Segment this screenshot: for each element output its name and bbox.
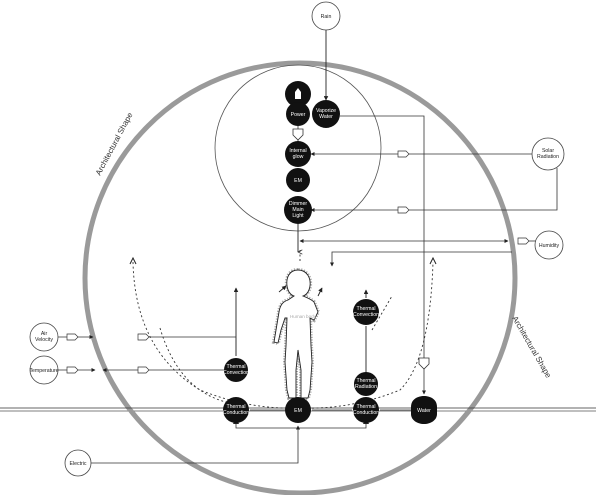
radiation-dashed-arc (159, 327, 236, 405)
thermal-conduction-right-node[interactable]: Thermal Conduction (353, 397, 379, 423)
power-node[interactable]: Power (286, 102, 310, 126)
dashed-arc-right-tip (429, 256, 437, 265)
svg-text:Convection: Convection (223, 370, 249, 376)
svg-text:Thermal: Thermal (226, 404, 245, 410)
power-connector (292, 128, 304, 141)
svg-text:EM: EM (294, 178, 302, 184)
svg-text:Temperature: Temperature (29, 368, 58, 374)
conduction-loop-line (235, 422, 367, 429)
humidity-node[interactable]: Humidity (534, 230, 564, 260)
em-bottom-node[interactable]: EM (285, 397, 311, 423)
svg-text:Vaporize: Vaporize (316, 108, 336, 114)
convection-dashed-arc (132, 261, 434, 409)
thermal-conduction-left-node[interactable]: Thermal Conduction (223, 397, 249, 423)
svg-text:Water: Water (417, 408, 431, 414)
svg-text:Rain: Rain (321, 14, 332, 20)
svg-text:Internal: Internal (289, 148, 306, 154)
solar-radiation-node[interactable]: Solar Radiation (531, 137, 565, 171)
solar-to-dimmer-line (310, 168, 558, 212)
em-top-node[interactable]: EM (286, 168, 310, 192)
human-figure (271, 267, 321, 400)
solar-valve-1 (397, 150, 410, 158)
svg-text:Thermal: Thermal (356, 378, 375, 384)
vaporize-water-node[interactable]: Vaporize Water (312, 100, 340, 128)
svg-text:EM: EM (294, 408, 302, 414)
svg-text:Power: Power (291, 112, 306, 118)
air-valve-2 (137, 333, 150, 341)
power-top-node[interactable] (285, 81, 311, 107)
air-valve-1 (66, 333, 79, 341)
svg-text:Conduction: Conduction (353, 410, 379, 416)
electric-line (90, 425, 300, 464)
humidity-to-body-line (330, 251, 512, 267)
svg-text:Convection: Convection (353, 312, 379, 318)
svg-text:Air: Air (41, 331, 48, 337)
svg-text:Thermal: Thermal (226, 364, 245, 370)
vaporize-valve (418, 357, 430, 370)
temp-valve-1 (66, 366, 79, 374)
body-left-arrow (278, 285, 287, 293)
architectural-shape-ring (82, 60, 518, 495)
svg-text:Velocity: Velocity (35, 337, 53, 343)
thermal-convection-right-node[interactable]: Thermal Convection (353, 299, 379, 325)
svg-text:Humidity: Humidity (539, 243, 560, 249)
svg-text:Main: Main (292, 207, 303, 213)
air-velocity-to-convection (139, 335, 237, 356)
svg-text:Dimmer: Dimmer (289, 201, 307, 207)
vaporize-to-water-line (340, 115, 425, 358)
air-velocity-node[interactable]: Air Velocity (29, 322, 59, 352)
svg-text:Radiation: Radiation (355, 384, 377, 390)
body-right-arrow (317, 287, 323, 297)
internal-glow-node[interactable]: Internal glow (285, 141, 311, 167)
architectural-shape-label-right: Architectural Shape (510, 315, 553, 380)
svg-text:Radiation: Radiation (537, 154, 559, 160)
electric-node[interactable]: Electric (64, 449, 92, 477)
human-body-label: Human body (290, 314, 317, 319)
dimmer-main-light-node[interactable]: Dimmer Main Light (284, 196, 312, 224)
svg-text:Thermal: Thermal (356, 306, 375, 312)
svg-text:Solar: Solar (542, 148, 554, 154)
thermal-convection-left-node[interactable]: Thermal Convection (223, 358, 249, 382)
svg-text:Conduction: Conduction (223, 410, 249, 416)
svg-text:Thermal: Thermal (356, 404, 375, 410)
dashed-arc-left-tip (129, 256, 137, 265)
humidity-valve (517, 237, 530, 245)
thermal-radiation-node[interactable]: Thermal Radiation (354, 372, 378, 396)
rain-node[interactable]: Rain (311, 1, 341, 31)
svg-text:Electric: Electric (69, 461, 86, 467)
radiation-diag-line (371, 295, 393, 331)
temperature-node[interactable]: Temperature (29, 355, 59, 385)
power-icon (295, 88, 301, 99)
temp-valve-2 (137, 366, 150, 374)
svg-text:glow: glow (293, 154, 304, 160)
svg-text:Water: Water (319, 114, 333, 120)
solar-valve-2 (397, 206, 410, 214)
water-node[interactable]: Water (411, 396, 437, 424)
svg-text:Light: Light (292, 213, 304, 219)
